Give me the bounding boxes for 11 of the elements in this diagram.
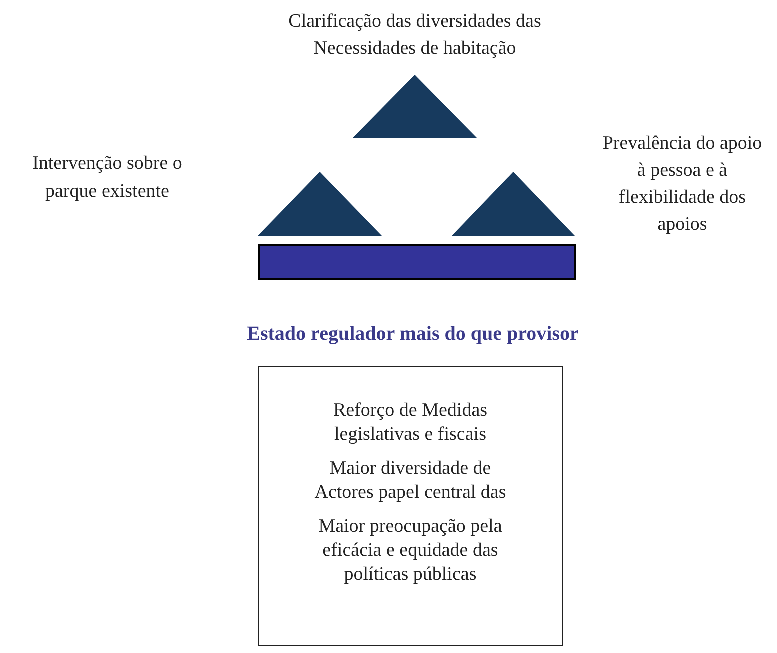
caption-text: Intervenção sobre o parque existente	[32, 152, 184, 204]
triangle-shape	[258, 172, 382, 236]
caption-text: Clarificação das diversidades das Necessidades de habitação	[288, 10, 542, 61]
text-line: Maior diversidade de Actores papel central das	[314, 457, 508, 505]
heading: Estado regulador mais do que provisor	[246, 322, 580, 347]
triangle-shape	[353, 75, 477, 138]
text-line: Maior preocupação pela eficácia e equidade das políticas públicas	[318, 515, 504, 587]
text-line: Reforço de Medidas legislativas e fiscais	[332, 399, 489, 447]
caption-text: Prevalência do apoio à pessoa e à flexibilidade dos apoios	[602, 132, 764, 237]
base-bar	[258, 244, 576, 280]
triangle-shape	[452, 172, 575, 236]
